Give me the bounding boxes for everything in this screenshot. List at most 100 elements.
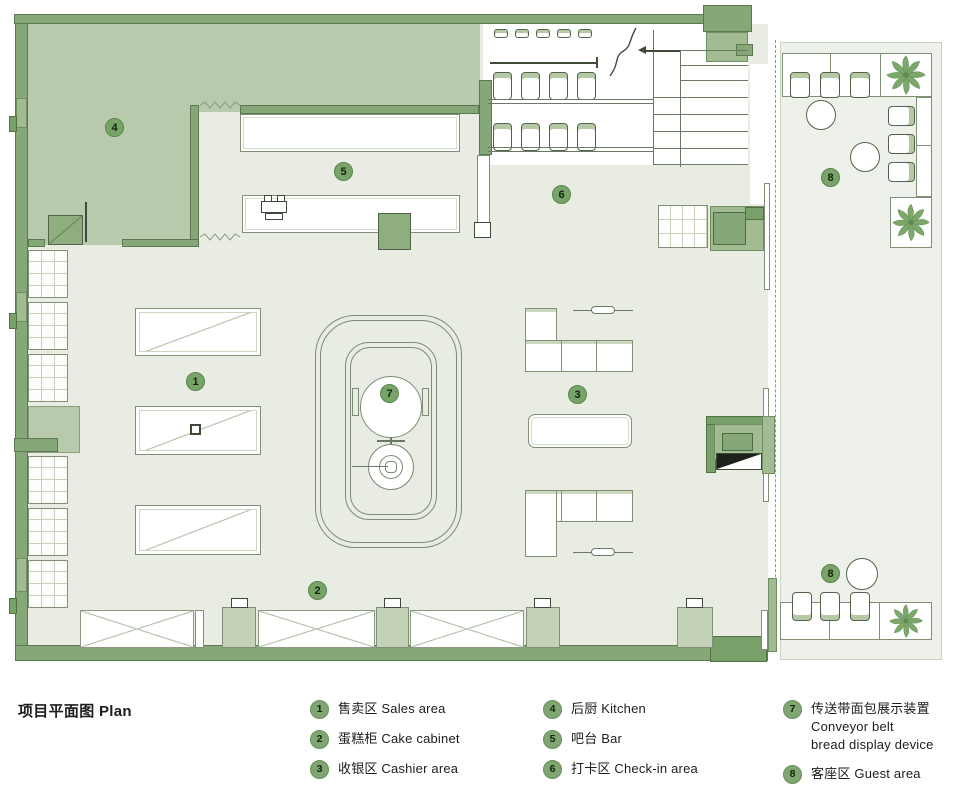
legend-label-6: 打卡区 Check-in area (571, 761, 698, 776)
wall-top (14, 14, 750, 24)
chair (521, 123, 540, 151)
conveyor-hub-core (385, 461, 397, 473)
kitchen-wall-seg1 (28, 239, 45, 247)
chair (820, 592, 840, 621)
conveyor-inner-ring-2 (350, 347, 432, 515)
pilaster-2 (9, 313, 17, 329)
chair (493, 72, 512, 100)
sales-table-fixture (190, 424, 201, 435)
planter-box (890, 197, 932, 248)
palm-plant-icon (888, 604, 923, 638)
marker-conveyor: 7 (380, 384, 399, 403)
chair (493, 123, 512, 151)
cashier-counter-mid (528, 414, 632, 448)
entrance-frame-right (762, 416, 775, 474)
legend-label-3: 收银区 Cashier area (338, 761, 459, 776)
wall-bottom-block (710, 636, 767, 662)
legend-num-6: 6 (543, 760, 562, 779)
cabinet-column-cap (534, 598, 551, 608)
counter-table (488, 147, 653, 152)
break-symbol-icon (200, 101, 240, 109)
entrance-mat (722, 433, 753, 451)
legend-num-1: 1 (310, 700, 329, 719)
pilaster-1 (9, 116, 17, 132)
chair (577, 123, 596, 151)
vestibule-core (713, 212, 746, 245)
bar-back-wall (240, 105, 479, 114)
legend-column-1: 1 售卖区 Sales area 2 蛋糕柜 Cake cabinet 3 收银… (310, 700, 460, 790)
planter-box (879, 602, 932, 640)
marker-guest-bottom: 8 (821, 564, 840, 583)
chair (790, 72, 810, 98)
cabinet-partition (195, 610, 204, 648)
window-panel (28, 508, 68, 556)
legend-label-4: 后厨 Kitchen (571, 701, 646, 716)
corridor (750, 64, 775, 204)
kitchen-equipment (48, 215, 83, 245)
marker-guest-top: 8 (821, 168, 840, 187)
stool (494, 29, 508, 38)
palm-plant-icon (892, 203, 930, 242)
cabinet-column (526, 607, 560, 648)
side-partition (768, 578, 777, 652)
window-panel (28, 456, 68, 504)
legend-num-8: 8 (783, 765, 802, 784)
legend-label-7: 传送带面包展示装置 Conveyor belt bread display de… (811, 700, 934, 754)
legend-item-sales: 1 售卖区 Sales area (310, 700, 460, 719)
planter-box (880, 53, 932, 97)
conveyor-tab (422, 388, 429, 416)
legend-label-7-line3: bread display device (811, 737, 934, 752)
chair (888, 162, 915, 182)
stair-tread (653, 164, 748, 165)
window-panel (28, 302, 68, 350)
stair-tread (681, 50, 748, 51)
cashier-counter-row1 (525, 340, 634, 372)
wall-left-seg3 (16, 558, 27, 592)
stair-tread (681, 65, 748, 66)
cabinet-column (677, 607, 713, 648)
alcove-bar (14, 438, 58, 452)
legend-item-bar: 5 吧台 Bar (543, 730, 698, 749)
bar-column (474, 222, 491, 238)
legend-item-kitchen: 4 后厨 Kitchen (543, 700, 698, 719)
chair (549, 72, 568, 100)
railing (490, 62, 597, 64)
conveyor-outer-ring-2 (320, 320, 457, 543)
palm-plant-icon (886, 55, 926, 95)
stair-tread (653, 114, 748, 115)
marker-sales: 1 (186, 372, 205, 391)
cashier-counter-L2 (525, 490, 557, 557)
cake-display-case (410, 610, 524, 648)
chair (521, 72, 540, 100)
legend-num-2: 2 (310, 730, 329, 749)
cashier-bench (573, 306, 633, 315)
plan-title: 项目平面图 Plan (18, 703, 132, 720)
legend-label-2: 蛋糕柜 Cake cabinet (338, 731, 460, 746)
cabinet-column-cap (384, 598, 401, 608)
display-grid-table (658, 205, 708, 248)
glass-partition (763, 388, 769, 417)
cabinet-column-cap (231, 598, 248, 608)
chair (549, 123, 568, 151)
chair (850, 592, 870, 621)
sales-table (135, 308, 261, 356)
legend-label-1: 售卖区 Sales area (338, 701, 446, 716)
round-table (806, 100, 836, 130)
marker-kitchen: 4 (105, 118, 124, 137)
cabinet-column (376, 607, 409, 648)
wall-topright-1 (703, 5, 752, 32)
pilaster-3 (9, 598, 17, 614)
round-table (850, 142, 880, 172)
railing-end (596, 57, 598, 68)
legend-num-7: 7 (783, 700, 802, 719)
round-table (846, 558, 878, 590)
cashier-bench (573, 548, 633, 557)
bar-side-wall (479, 80, 492, 155)
sales-table (135, 505, 261, 555)
legend-label-7-line2: Conveyor belt (811, 719, 894, 734)
bar-counter-upper (240, 114, 460, 152)
terrace-bench (916, 145, 932, 197)
legend-item-cashier: 3 收银区 Cashier area (310, 760, 460, 779)
glass-partition (763, 473, 769, 502)
conveyor-outer-ring (315, 315, 462, 548)
